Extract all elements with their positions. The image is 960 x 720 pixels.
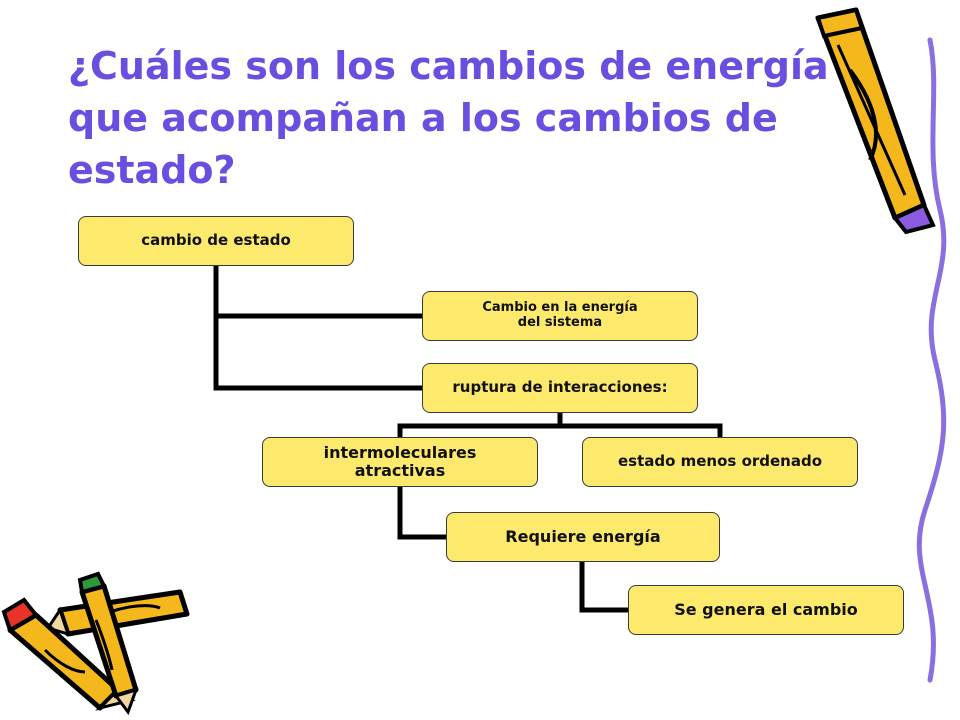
title-line-2: que acompañan a los cambios de bbox=[68, 96, 778, 140]
squiggle-line bbox=[916, 37, 947, 683]
connector-cambio-to-ruptura bbox=[213, 316, 422, 391]
node-cambio-energia: Cambio en la energía del sistema bbox=[422, 291, 698, 341]
node-cambio-energia-line1: Cambio en la energía bbox=[482, 300, 638, 316]
node-cambio-energia-line2: del sistema bbox=[517, 315, 603, 330]
node-menos-ordenado-label: estado menos ordenado bbox=[617, 452, 823, 471]
node-requiere-energia-label: Requiere energía bbox=[505, 526, 661, 546]
node-intermoleculares-line1: intermoleculares bbox=[323, 442, 477, 462]
node-requiere-energia: Requiere energía bbox=[446, 512, 720, 562]
title-line-1: ¿Cuáles son los cambios de energía bbox=[68, 44, 829, 88]
node-intermoleculares-line2: atractivas bbox=[354, 461, 446, 480]
node-intermoleculares: intermoleculares atractivas bbox=[262, 437, 538, 487]
page-title: ¿Cuáles son los cambios de energía que a… bbox=[68, 40, 848, 196]
connector-ruptura-to-intermoleculares bbox=[397, 423, 723, 438]
pencil-icon bbox=[815, 7, 936, 235]
title-line-3: estado? bbox=[68, 148, 236, 192]
node-cambio-de-estado: cambio de estado bbox=[78, 216, 354, 266]
pencils-cluster-icon bbox=[1, 571, 190, 716]
node-ruptura: ruptura de interacciones: bbox=[422, 363, 698, 413]
connector-cambio-to-energia bbox=[213, 266, 422, 319]
node-ruptura-label: ruptura de interacciones: bbox=[452, 378, 668, 397]
connector-requiere-to-genera bbox=[579, 562, 628, 613]
connector-intermoleculares-to-requiere bbox=[397, 487, 446, 540]
node-menos-ordenado: estado menos ordenado bbox=[582, 437, 858, 487]
node-cambio-de-estado-label: cambio de estado bbox=[141, 231, 291, 250]
node-se-genera: Se genera el cambio bbox=[628, 585, 904, 635]
node-se-genera-label: Se genera el cambio bbox=[674, 599, 858, 619]
